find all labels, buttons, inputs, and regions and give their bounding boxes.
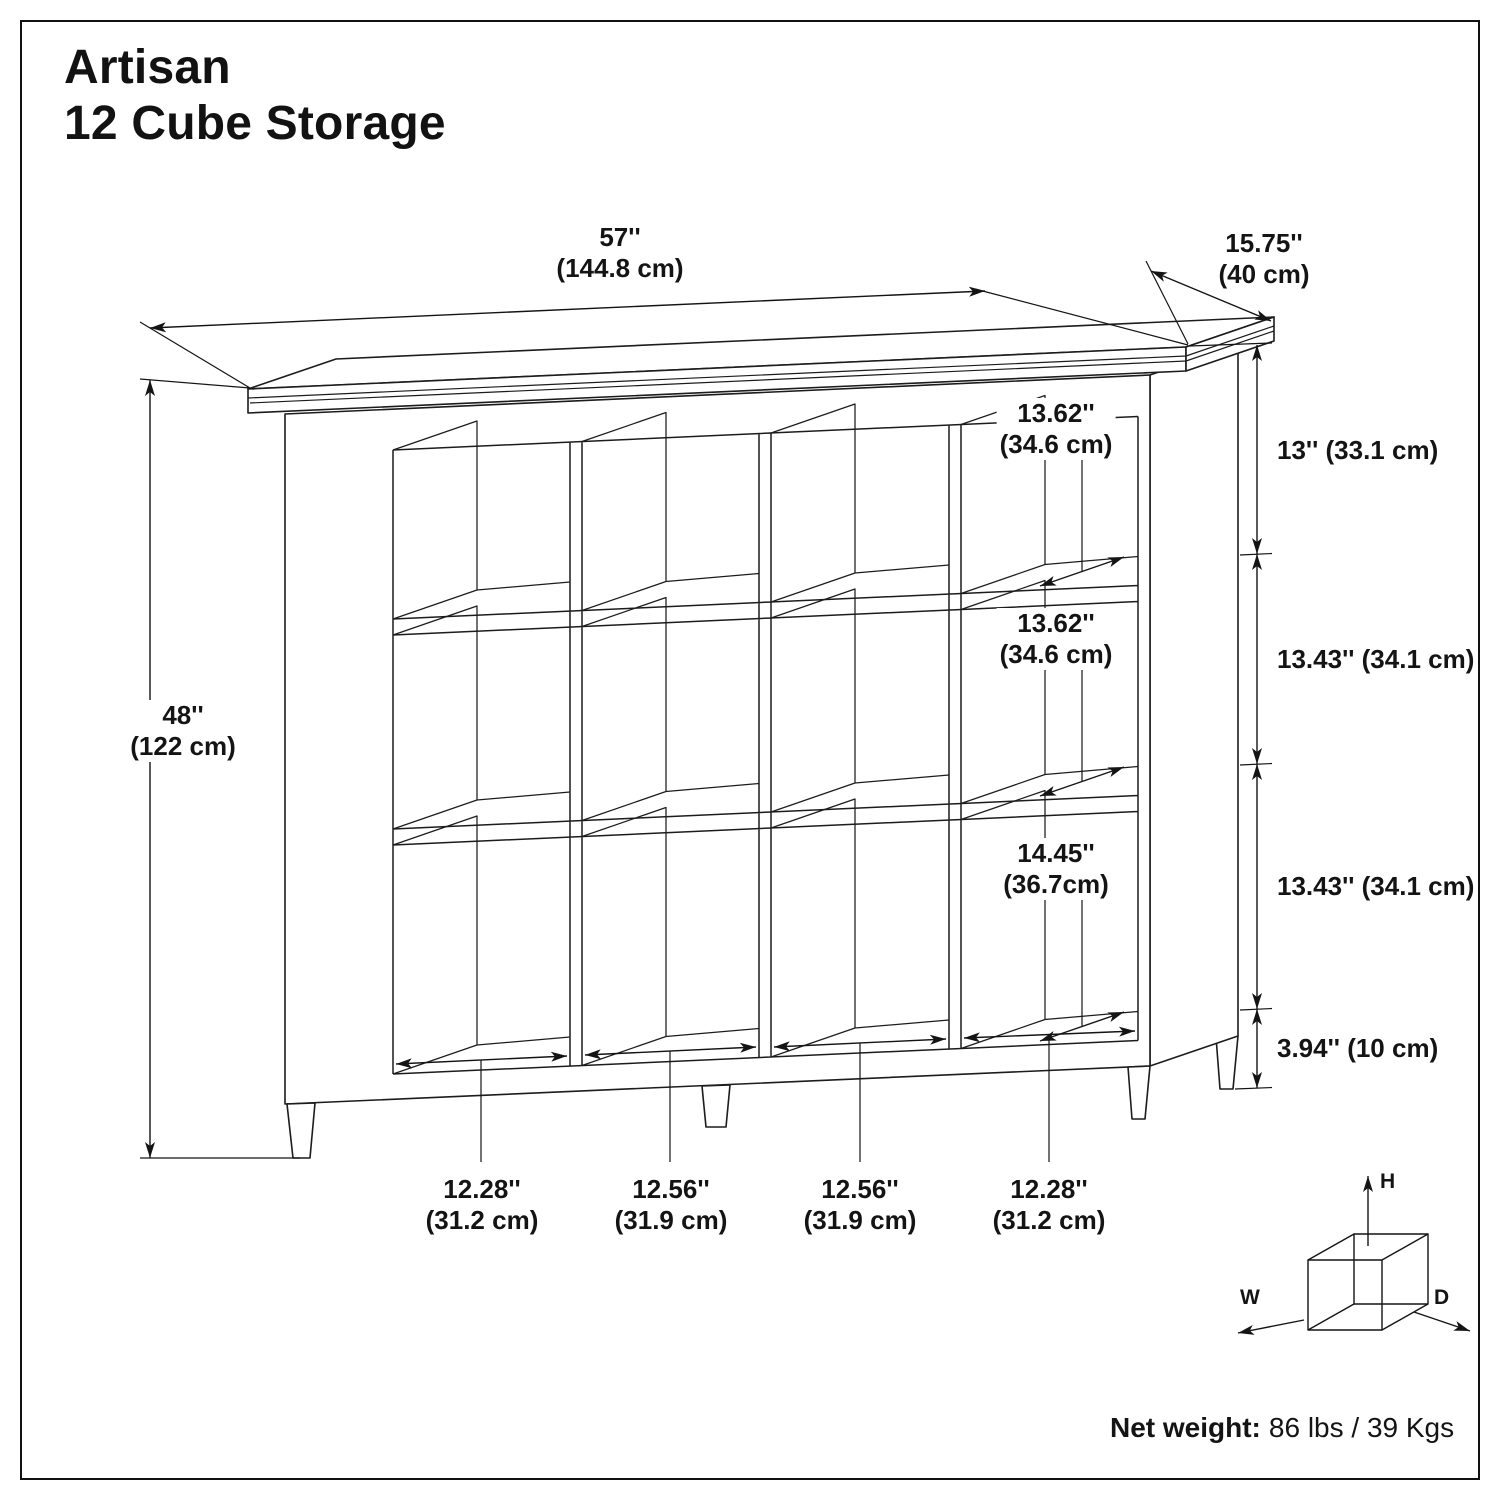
cube-width-1-label: 12.28'' (31.2 cm)	[422, 1174, 542, 1237]
base-height-label: 3.94'' (10 cm)	[1274, 1033, 1442, 1065]
cube-depth-top-dim	[1039, 556, 1125, 587]
cube-depth-top-label: 13.62'' (34.6 cm)	[996, 398, 1116, 461]
cube-width-4-label: 12.28'' (31.2 cm)	[989, 1174, 1109, 1237]
overall-depth-dim	[1150, 270, 1272, 322]
front-right-leg	[1127, 1065, 1151, 1120]
cube-depth-middle-label: 13.62'' (34.6 cm)	[996, 608, 1116, 671]
cube-width-3-label: 12.56'' (31.9 cm)	[800, 1174, 920, 1237]
cubby-interiors	[392, 394, 1139, 1075]
row1-interiors	[392, 394, 1139, 620]
dimension-lines	[139, 260, 1273, 1162]
legs	[286, 1065, 1151, 1159]
front-left-leg	[286, 1102, 316, 1159]
page-title: Artisan 12 Cube Storage	[64, 40, 446, 152]
side-panel	[1149, 344, 1239, 1067]
depth-axis-label: D	[1434, 1286, 1450, 1309]
width-axis-label: W	[1240, 1286, 1260, 1309]
overall-width-dim	[149, 286, 986, 333]
top-panel	[247, 316, 1275, 414]
rear-right-leg	[1215, 1035, 1239, 1090]
width-axis-arrow	[1237, 1319, 1305, 1335]
overall-width-label: 57'' (144.8 cm)	[553, 222, 687, 285]
center-foot	[701, 1084, 731, 1128]
row3-interiors	[392, 789, 1139, 1075]
front-face	[284, 374, 1151, 1105]
cube-width-4-dim	[963, 1026, 1136, 1043]
axis-cube-icon	[1237, 1176, 1471, 1335]
page-title-line2: 12 Cube Storage	[64, 97, 446, 151]
net-weight: Net weight:86 lbs / 39 Kgs	[1110, 1412, 1454, 1444]
overall-depth-label: 15.75'' (40 cm)	[1215, 228, 1313, 291]
height-axis-label: H	[1380, 1170, 1396, 1193]
page-title-line1: Artisan	[64, 41, 231, 94]
bottom-row-height-label: 13.43'' (34.1 cm)	[1274, 871, 1478, 903]
net-weight-value: 86 lbs / 39 Kgs	[1268, 1412, 1455, 1443]
cube-depth-bottom-label: 14.45'' (36.7cm)	[1000, 838, 1112, 901]
cube-width-leaders	[480, 1035, 1050, 1162]
top-row-height-label: 13'' (33.1 cm)	[1274, 435, 1442, 467]
depth-axis-arrow	[1413, 1311, 1471, 1332]
cubby-grid	[392, 415, 1139, 1075]
net-weight-label: Net weight:	[1110, 1412, 1261, 1443]
cube-width-2-label: 12.56'' (31.9 cm)	[611, 1174, 731, 1237]
cube-depth-middle-dim	[1039, 766, 1125, 797]
row2-interiors	[392, 579, 1139, 830]
middle-row-height-label: 13.43'' (34.1 cm)	[1274, 644, 1478, 676]
overall-height-label: 48'' (122 cm)	[127, 700, 239, 763]
